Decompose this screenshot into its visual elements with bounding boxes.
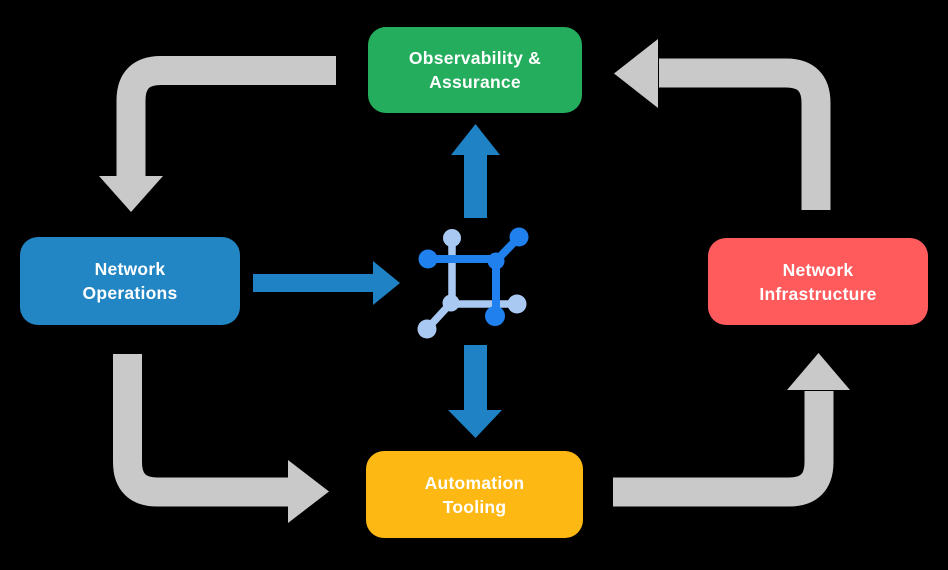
arrow-head-right (373, 261, 400, 305)
arrow-shaft (613, 391, 834, 507)
icon-node (417, 319, 437, 339)
node-label-line: Network (94, 259, 166, 279)
icon-node (507, 294, 527, 314)
node-label-line: Infrastructure (759, 283, 877, 304)
node-label-line: Observability & (408, 48, 542, 68)
network-fabric-icon-light-parts (417, 229, 527, 339)
node-network-infrastructure: Network Infrastructure (708, 238, 928, 325)
icon-node (487, 252, 505, 270)
arrow-shaft (116, 56, 336, 177)
icon-node (442, 294, 460, 312)
arrow-center-to-tooling (448, 345, 502, 438)
node-network-operations: Network Operations (20, 237, 240, 325)
arrow-head-up (451, 124, 500, 155)
arrow-operations-to-tooling (113, 354, 329, 523)
arrow-tooling-to-infrastructure (613, 353, 850, 507)
arrow-head-up (787, 353, 850, 390)
node-label-line: Tooling (442, 496, 507, 517)
node-automation-tooling: Automation Tooling (366, 451, 583, 538)
node-label-line: Network (782, 259, 854, 280)
icon-node (509, 227, 529, 247)
node-label-line: Operations (82, 283, 178, 303)
arrow-head-down (99, 176, 163, 212)
network-fabric-icon (417, 227, 529, 339)
node-label-line: Assurance (429, 72, 521, 92)
arrow-observability-to-operations (99, 56, 336, 212)
arrow-head-down (448, 410, 502, 438)
arrow-center-to-observability (451, 124, 500, 218)
arrow-shaft (659, 58, 831, 210)
icon-node (485, 306, 505, 326)
node-label-line: Automation (424, 472, 525, 493)
arrow-shaft (113, 354, 290, 507)
arrow-head-right (288, 460, 329, 523)
arrow-infrastructure-to-observability (614, 39, 831, 210)
network-fabric-icon-dark-parts (418, 227, 529, 326)
icon-node (418, 249, 438, 269)
arrow-operations-to-center (253, 261, 400, 305)
arrow-head-left (614, 39, 658, 108)
node-observability-assurance: Observability & Assurance (368, 27, 582, 113)
icon-node (443, 229, 461, 247)
